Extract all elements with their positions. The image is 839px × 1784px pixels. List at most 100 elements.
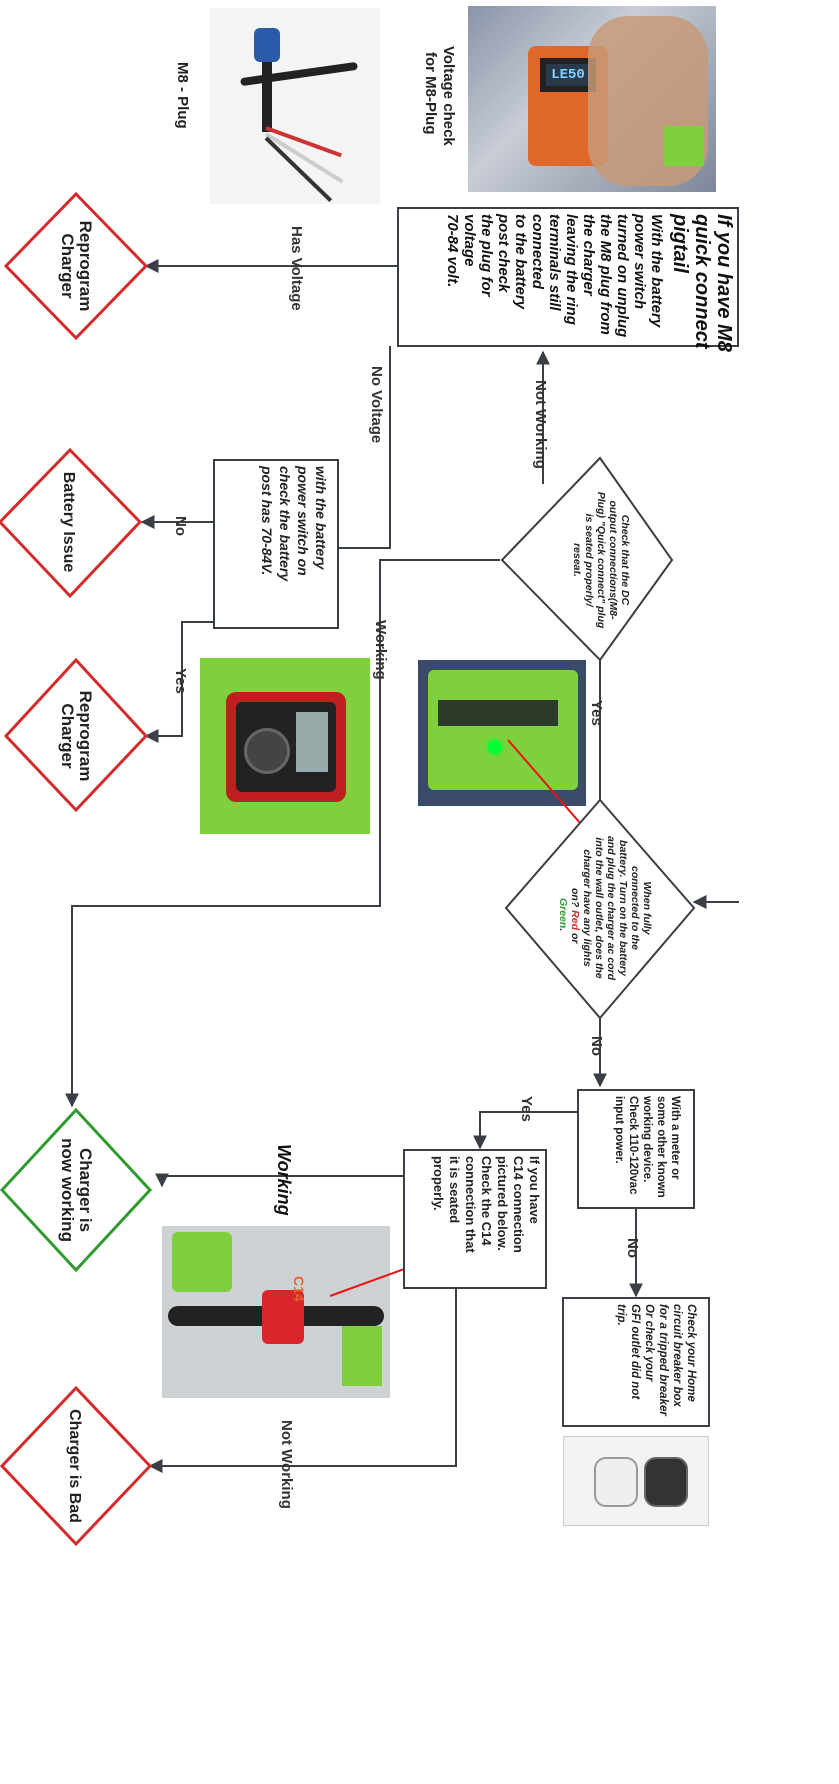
reprogram-2-line-1: Reprogram bbox=[76, 691, 95, 782]
pc-line-2: some other known bbox=[655, 1096, 667, 1198]
c14-line-2: C14 connection bbox=[511, 1156, 526, 1253]
power-check-text: With a meter or some other known working… bbox=[613, 1095, 681, 1198]
edge-power-yes bbox=[473, 1111, 578, 1150]
m8-body-9: to the battery bbox=[512, 214, 529, 310]
breaker-check-text: Check your Home circuit breaker box for … bbox=[615, 1304, 697, 1416]
c14-line-1: If you have bbox=[527, 1156, 542, 1224]
reprogram-1-line-1: Reprogram bbox=[76, 221, 95, 312]
m8-body-2: power switch bbox=[631, 213, 648, 309]
charger-is-bad-diamond bbox=[0, 1385, 153, 1547]
battery-meter-photo bbox=[200, 658, 370, 834]
label-c14-tag: C14 bbox=[291, 1276, 307, 1302]
reprogram-2-line-2: Charger bbox=[58, 703, 77, 769]
pc-line-4: Check 110-120vac bbox=[627, 1096, 639, 1195]
label-not-working-1: Not Working bbox=[532, 380, 549, 469]
battery-issue-label: Battery Issue bbox=[60, 472, 77, 573]
lq-dot: . bbox=[557, 928, 569, 931]
bk-line-2: circuit breaker box bbox=[671, 1304, 683, 1408]
bc-line-3: check the battery bbox=[277, 466, 293, 582]
m8-title-1: If you have M8 bbox=[713, 214, 735, 353]
m8-title-3: pigtail bbox=[669, 213, 691, 273]
lq-line-2: connected to the bbox=[629, 866, 641, 950]
dc-check-text: Check that the DC output connections(M8-… bbox=[571, 492, 631, 629]
now-working-line-1: Charger is bbox=[76, 1148, 95, 1232]
caption-m8-plug: M8 - Plug bbox=[174, 62, 191, 129]
charger-bad-text: Charger is Bad bbox=[66, 1409, 83, 1523]
m8-instruction-text: If you have M8 quick connect pigtail Wit… bbox=[444, 213, 735, 353]
edge-battery-yes bbox=[144, 621, 214, 743]
edge-working-2 bbox=[155, 1173, 404, 1188]
m8-body-13: 70-84 volt. bbox=[444, 214, 461, 287]
c14-check-text: If you have C14 connection pictured belo… bbox=[431, 1156, 542, 1253]
dc-line-3: Plug) "Quick connect" plug bbox=[595, 492, 607, 629]
label-working-2: Working bbox=[274, 1144, 294, 1216]
charger-bad-label: Charger is Bad bbox=[66, 1409, 83, 1523]
caption-voltage-2: for M8-Plug bbox=[422, 52, 439, 135]
c14-line-6: it is seated bbox=[447, 1156, 462, 1223]
photo-captions: M8 - Plug Voltage check for M8-Plug bbox=[174, 46, 457, 146]
edge-m8-to-battery-check bbox=[338, 346, 391, 549]
label-yes-1: Yes bbox=[172, 668, 189, 694]
c14-line-5: connection that bbox=[463, 1156, 478, 1253]
charger-light-photo bbox=[418, 660, 586, 806]
lq-line-5: into the wall outlet, does the bbox=[593, 837, 605, 978]
label-not-working-2: Not Working bbox=[278, 1420, 295, 1509]
dc-line-1: Check that the DC bbox=[619, 515, 631, 606]
c14-line-4: Check the C14 bbox=[479, 1156, 494, 1246]
label-no-voltage: No Voltage bbox=[368, 366, 385, 443]
m8-body-10: post check bbox=[495, 213, 512, 293]
pc-line-3: working device. bbox=[641, 1095, 653, 1182]
label-no-1: No bbox=[172, 516, 189, 536]
reprogram-label-1: Reprogram Charger bbox=[58, 221, 95, 312]
lq-line-6: charger have any lights bbox=[581, 849, 593, 966]
m8-plug-photo bbox=[210, 8, 380, 204]
charger-now-working-diamond bbox=[0, 1107, 153, 1273]
lq-line-3: battery. Turn on the battery bbox=[617, 840, 629, 977]
lq-red: Red bbox=[569, 910, 581, 930]
lq-or: or bbox=[569, 933, 581, 944]
dc-line-4: is seated properly/ bbox=[583, 514, 595, 608]
edge-labels: Has Voltage No Voltage Not Working No Ye… bbox=[172, 226, 641, 1509]
c14-photo bbox=[162, 1226, 390, 1398]
bk-line-4: Or check your bbox=[643, 1304, 655, 1382]
m8-body-4: the M8 plug from bbox=[597, 214, 614, 335]
label-no-3: No bbox=[624, 1238, 641, 1258]
connectors bbox=[65, 259, 739, 1473]
c14-line-7: properly. bbox=[431, 1156, 446, 1211]
reprogram-1-line-2: Charger bbox=[58, 233, 77, 299]
m8-instruction-box bbox=[397, 207, 739, 347]
reprogram-charger-diamond-2 bbox=[3, 657, 149, 813]
lights-question-text: When fully connected to the battery. Tur… bbox=[557, 836, 653, 981]
bk-line-5: GFI outlet did not bbox=[629, 1304, 641, 1400]
reprogram-label-2: Reprogram Charger bbox=[58, 691, 95, 782]
lq-green: Green bbox=[557, 898, 569, 928]
lq-line-7: on? Red or bbox=[569, 888, 581, 944]
m8-body-7: terminals still bbox=[546, 214, 563, 312]
c14-line-3: pictured below. bbox=[495, 1156, 510, 1251]
caption-voltage-1: Voltage check bbox=[440, 46, 457, 146]
pc-line-5: input power. bbox=[613, 1096, 625, 1164]
breaker-check-box bbox=[562, 1297, 710, 1427]
m8-body-12: voltage bbox=[461, 214, 478, 267]
m8-body-8: connected bbox=[529, 214, 546, 290]
bk-line-1: Check your Home bbox=[685, 1304, 697, 1402]
bk-line-6: trip. bbox=[615, 1304, 627, 1326]
m8-body-11: the plug for bbox=[478, 214, 495, 298]
label-has-voltage: Has Voltage bbox=[288, 226, 305, 311]
pc-line-1: With a meter or bbox=[669, 1096, 681, 1180]
bk-line-3: for a tripped breaker bbox=[657, 1304, 669, 1416]
label-no-2: No bbox=[588, 1036, 605, 1056]
m8-body-5: the charger bbox=[580, 214, 597, 297]
label-yes-2: Yes bbox=[588, 700, 605, 726]
now-working-line-2: now working bbox=[58, 1138, 77, 1242]
reprogram-charger-diamond-1 bbox=[3, 191, 149, 341]
m8-body-3: turned on unplug bbox=[614, 214, 631, 337]
edge-not-working-2 bbox=[148, 1288, 457, 1473]
dc-line-5: reseat. bbox=[571, 543, 583, 577]
lights-question-diamond bbox=[504, 798, 696, 1020]
lq-on: on? bbox=[569, 888, 581, 908]
label-working-1: Working bbox=[372, 620, 389, 680]
battery-check-text: with the battery power switch on check t… bbox=[259, 465, 329, 582]
battery-issue-diamond bbox=[0, 447, 143, 599]
